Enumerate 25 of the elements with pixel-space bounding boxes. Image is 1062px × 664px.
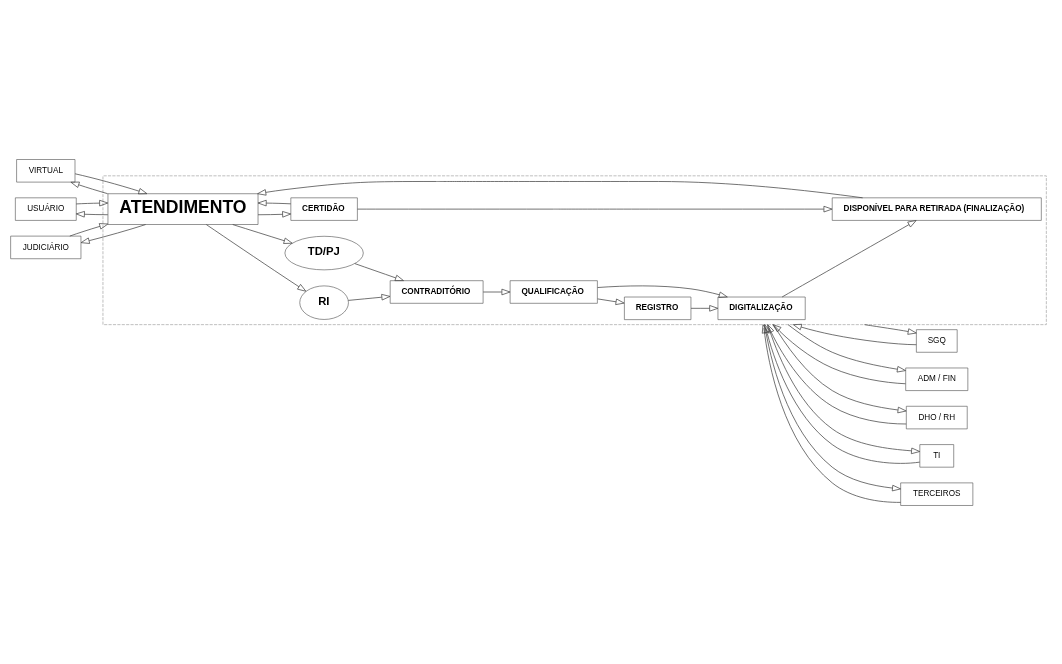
arrow: [75, 199, 109, 206]
arrow: [232, 223, 293, 244]
arrow: [205, 223, 307, 292]
arrow: [347, 293, 391, 301]
cluster: [102, 175, 1047, 325]
arrow: [80, 223, 146, 244]
arrow: [70, 181, 109, 194]
arrow: [781, 219, 917, 297]
arrow: [792, 323, 917, 345]
arrow: [357, 205, 833, 212]
arrow: [690, 304, 719, 312]
arrow: [597, 285, 728, 298]
arrow: [74, 172, 148, 194]
arrow: [257, 199, 292, 206]
arrow: [257, 210, 292, 218]
node-box: ATENDIMENTO: [107, 192, 259, 225]
arrow: [257, 180, 863, 198]
arrow: [482, 288, 511, 295]
arrow: [597, 298, 625, 305]
arrow: [864, 323, 917, 335]
arrow: [772, 323, 906, 384]
arrow: [354, 262, 404, 281]
arrow: [75, 210, 109, 217]
arrow: [787, 323, 906, 372]
arrow: [69, 222, 109, 236]
